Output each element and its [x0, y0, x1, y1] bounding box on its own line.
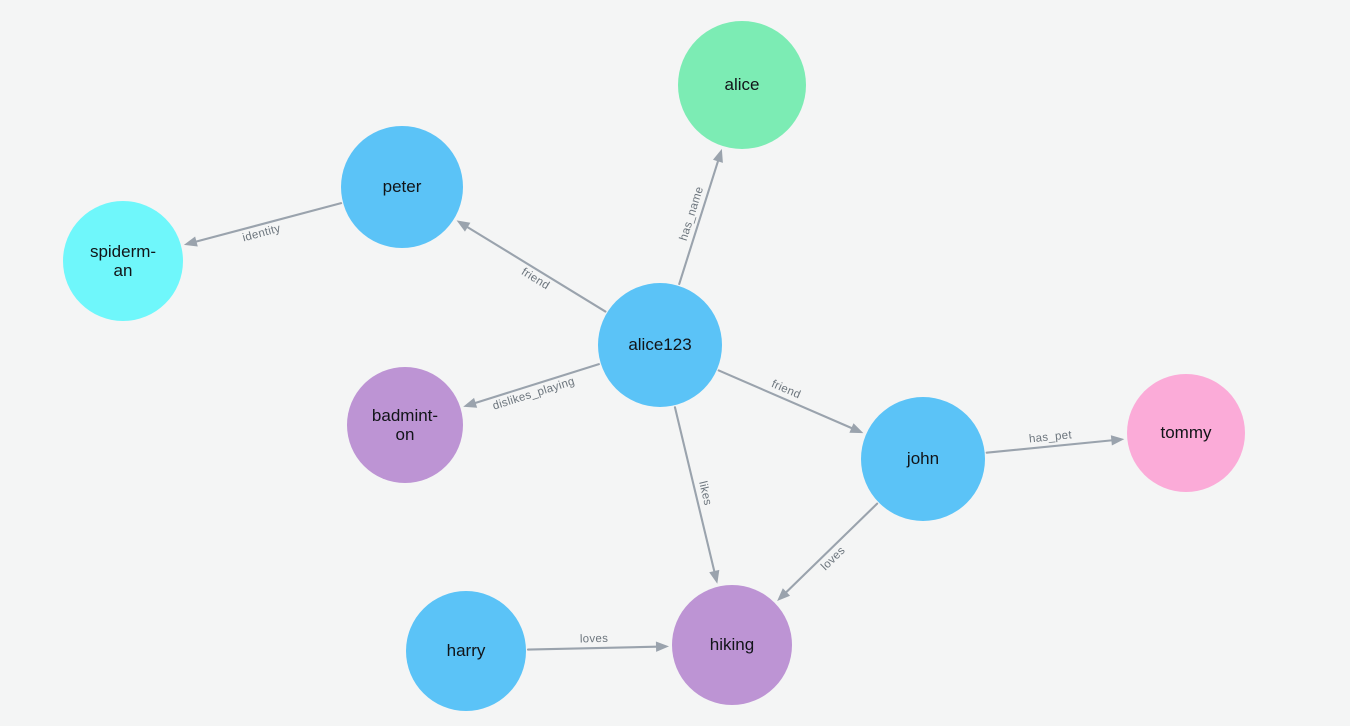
edge-arrowhead-icon [849, 423, 864, 434]
edge-label: loves [580, 633, 609, 646]
graph-node-badminton[interactable]: badmint- on [347, 367, 463, 483]
graph-node-label: tommy [1160, 423, 1212, 443]
edge-arrowhead-icon [655, 641, 670, 652]
edge-label: friend [519, 266, 551, 292]
graph-node-alice[interactable]: alice [678, 21, 806, 149]
graph-node-label: badmint- on [371, 405, 439, 444]
edge-label: identity [241, 223, 282, 245]
graph-edge[interactable]: likes [673, 406, 720, 584]
graph-node-alice123[interactable]: alice123 [598, 283, 722, 407]
graph-node-harry[interactable]: harry [406, 591, 526, 711]
graph-node-spiderman[interactable]: spiderm- an [63, 201, 183, 321]
edge-arrowhead-icon [777, 588, 791, 602]
edge-arrowhead-icon [712, 148, 723, 163]
edge-label: likes [696, 480, 713, 507]
edge-arrowhead-icon [463, 397, 478, 408]
graph-edge[interactable]: loves [777, 502, 879, 602]
edge-arrowhead-icon [183, 236, 198, 247]
graph-node-label: hiking [709, 635, 755, 655]
graph-node-label: alice [724, 75, 760, 95]
edge-label: friend [770, 378, 803, 401]
graph-node-label: alice123 [628, 335, 692, 355]
edge-arrowhead-icon [1110, 435, 1125, 446]
graph-node-label: spiderm- an [89, 241, 157, 280]
graph-node-hiking[interactable]: hiking [672, 585, 792, 705]
graph-edge[interactable]: identity [183, 202, 343, 247]
graph-node-label: peter [382, 177, 422, 197]
graph-edge[interactable]: dislikes_playing [463, 363, 600, 413]
graph-edge[interactable]: loves [526, 633, 670, 652]
graph-node-john[interactable]: john [861, 397, 985, 521]
edge-arrowhead-icon [709, 569, 720, 584]
graph-node-label: john [906, 449, 940, 469]
edge-label: has_pet [1028, 429, 1072, 445]
graph-edge[interactable]: friend [717, 369, 864, 434]
edge-label: loves [819, 545, 848, 573]
graph-node-tommy[interactable]: tommy [1127, 374, 1245, 492]
graph-edge[interactable]: has_name [678, 148, 723, 286]
graph-edge[interactable]: friend [456, 220, 607, 313]
edge-arrowhead-icon [456, 220, 471, 232]
graph-node-label: harry [446, 641, 486, 661]
graph-edge[interactable]: has_pet [985, 429, 1125, 454]
graph-node-peter[interactable]: peter [341, 126, 463, 248]
